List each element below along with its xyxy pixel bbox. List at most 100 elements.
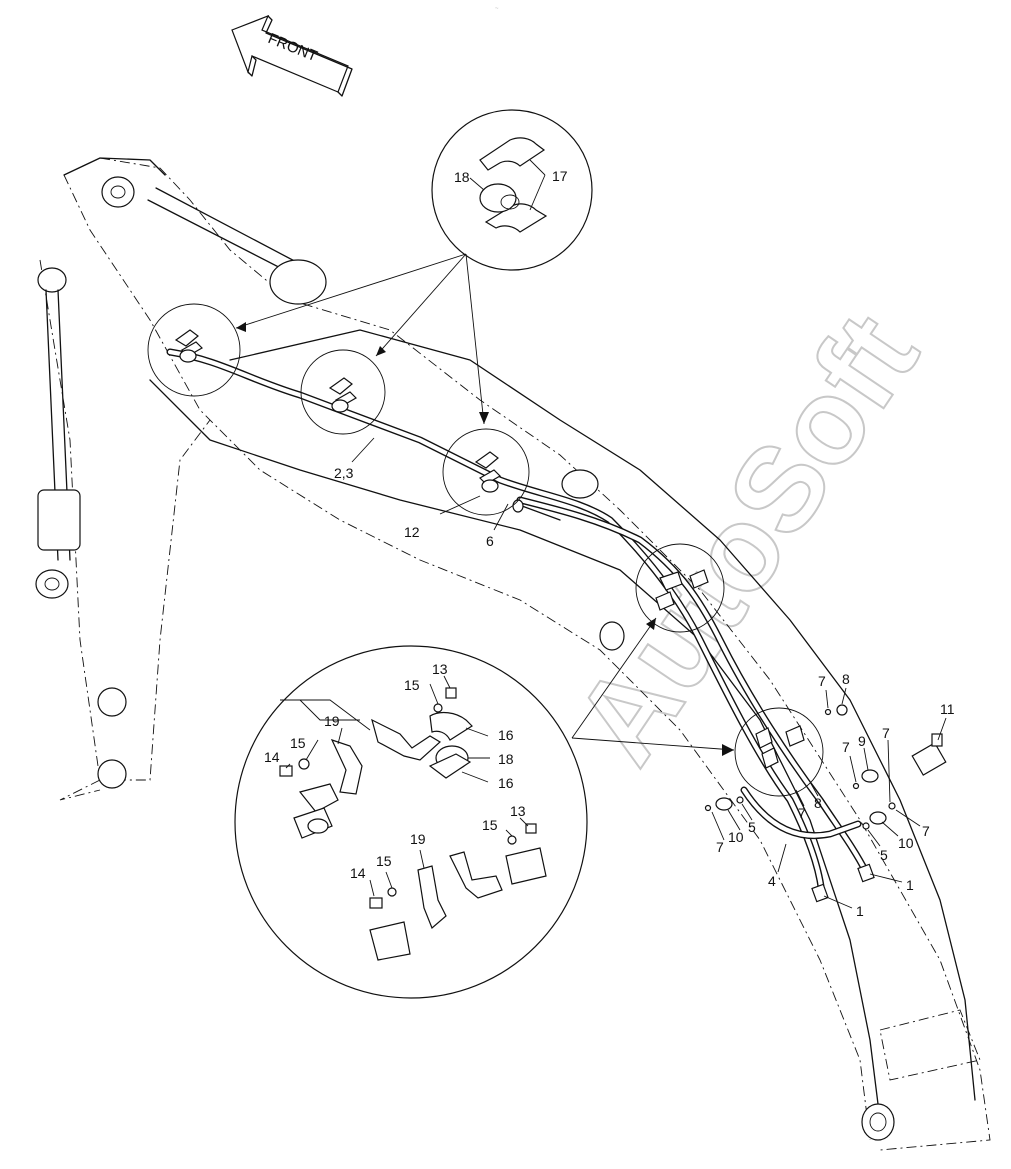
callout-9: 9 <box>858 733 866 749</box>
callout-15-upper: 15 <box>404 677 420 693</box>
arm-bottom-pin-2 <box>97 759 127 789</box>
callout-8-center: 8 <box>814 795 822 811</box>
leader-7a <box>825 689 829 709</box>
detail-ghost-line-2 <box>299 699 360 721</box>
callout-7-right: 7 <box>922 823 930 839</box>
boom-bottom-edge <box>63 174 871 1141</box>
callout-4: 4 <box>768 873 776 889</box>
leader-12 <box>439 495 481 515</box>
bolt-14-left <box>279 765 293 777</box>
fitting-9 <box>861 769 879 783</box>
boom-clamps <box>174 329 805 769</box>
leader-15b <box>305 739 319 761</box>
callout-7-mid: 7 <box>842 739 850 755</box>
boom-upper-plate <box>229 329 976 1101</box>
arrow-line-to-c5 <box>571 737 735 751</box>
leader-10a <box>727 809 741 831</box>
leader-19b <box>419 849 425 869</box>
bracket-lower-mid <box>449 851 503 899</box>
oring-7-right <box>888 802 896 810</box>
callout-12: 12 <box>404 524 420 540</box>
front-arrow-depth-2 <box>247 55 257 77</box>
leader-13a <box>443 675 451 689</box>
callout-7-right-top: 7 <box>882 725 890 741</box>
arm-pin-top <box>37 267 67 293</box>
boom-detail-circles <box>147 303 824 797</box>
leader-15d <box>385 871 393 889</box>
bracket-19-lower <box>417 865 447 930</box>
callout-14-upper: 14 <box>264 749 280 765</box>
callout-14-lower: 14 <box>350 865 366 881</box>
callout-11: 11 <box>940 701 955 717</box>
callout-7-left: 7 <box>716 839 724 855</box>
leader-8b <box>809 781 819 797</box>
leader-5b <box>867 829 881 847</box>
callout-13-lower: 13 <box>510 803 526 819</box>
arrow-line-to-c4 <box>571 617 657 739</box>
hose-line-4-inner <box>741 787 861 838</box>
oring-7-top <box>824 708 832 716</box>
plug-8 <box>836 704 848 716</box>
boom-foot-pin-hole <box>869 1112 887 1132</box>
block-11 <box>911 742 947 776</box>
plate-lower-left <box>369 921 411 961</box>
leader-16a <box>465 727 489 737</box>
leader-7c <box>887 739 891 803</box>
washer-15-left <box>298 758 310 770</box>
leader-7e <box>711 811 725 841</box>
top-mark: ~ <box>495 6 499 12</box>
arm-cylinder-eye <box>35 569 69 599</box>
callout-7-top: 7 <box>818 673 826 689</box>
bolt-14-lower <box>369 897 383 909</box>
oring-5-right <box>862 822 870 830</box>
leader-1b <box>869 873 903 883</box>
washer-15-upper <box>433 703 443 713</box>
leader-15c <box>505 829 513 837</box>
clamp-17-upper <box>479 137 546 171</box>
boom-head-pin <box>101 176 135 208</box>
callout-10-left: 10 <box>728 829 744 845</box>
detail-circle-4 <box>635 543 725 633</box>
detail-top <box>235 109 593 425</box>
clamp-group-1 <box>174 329 203 363</box>
boom-mid-boss <box>599 621 625 651</box>
fitting-6-stem <box>521 505 561 521</box>
boom-cylinder-barrel <box>269 259 327 305</box>
clamp-16-upper <box>429 711 473 741</box>
arrow-head-c5 <box>722 744 734 756</box>
clamp-left-top <box>298 783 339 813</box>
leader-4 <box>777 843 787 873</box>
fitting-6 <box>512 499 524 513</box>
block-11-port <box>931 733 943 747</box>
detail-circle-3 <box>442 428 530 516</box>
leader-19a <box>337 727 343 745</box>
oring-7-mid <box>852 782 860 790</box>
leader-7d <box>795 789 805 807</box>
front-direction-arrow: FRONT <box>231 14 353 97</box>
arrow-head-c3 <box>479 412 489 424</box>
callout-19-upper: 19 <box>324 713 340 729</box>
leader-2-3 <box>351 437 375 463</box>
callout-8-top: 8 <box>842 671 850 687</box>
leader-11 <box>937 717 947 741</box>
bracket-19-upper <box>371 718 442 761</box>
sleeve-18-bore <box>500 194 520 210</box>
callout-18: 18 <box>454 169 470 185</box>
bolt-13-lower <box>525 823 537 834</box>
callout-18-detail: 18 <box>498 751 514 767</box>
callout-10-right: 10 <box>898 835 914 851</box>
callout-15-lower-left: 15 <box>376 853 392 869</box>
detail-circle-1 <box>147 303 241 397</box>
leader-16b <box>461 771 489 783</box>
front-arrow-depth <box>265 15 353 97</box>
boom-cylinder-rod <box>147 199 301 279</box>
arm-bottom-pin-1 <box>97 687 127 717</box>
hose-end-fitting-1a <box>811 883 829 903</box>
arrow-head-c2 <box>376 346 386 356</box>
callout-5-right: 5 <box>880 847 888 863</box>
fitting-10-left <box>715 797 733 811</box>
boom-top-edge <box>63 157 991 1151</box>
arrow-line-to-c2 <box>375 253 467 357</box>
washer-15-lower-left <box>387 887 397 897</box>
clamp-group-3 <box>474 451 501 493</box>
